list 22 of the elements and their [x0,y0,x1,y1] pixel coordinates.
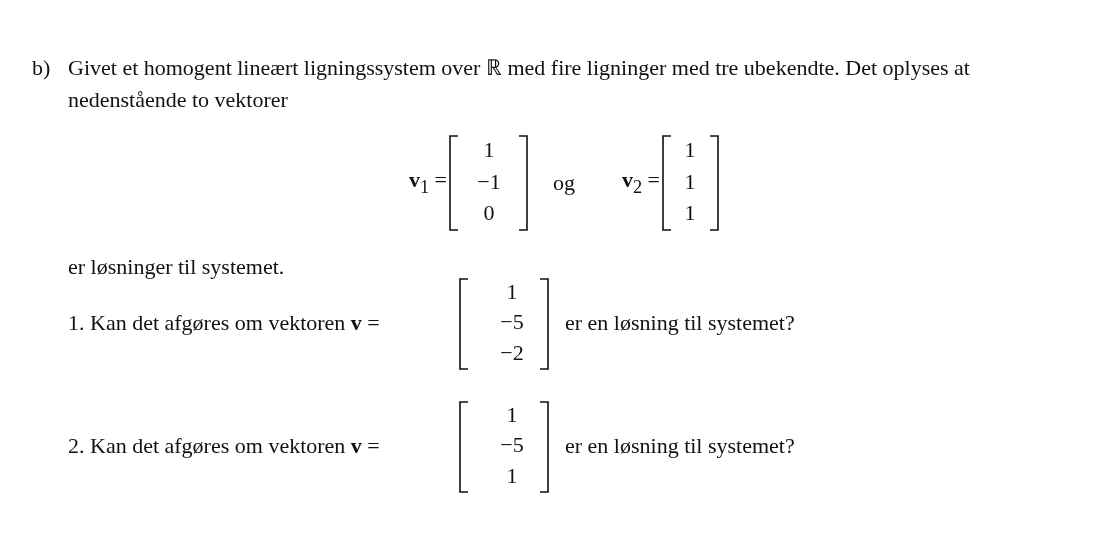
question-text: er en løsning til systemet? [565,432,795,460]
statement-text: er løsninger til systemet. [68,253,285,281]
question-text: 2. Kan det afgøres om vektoren v = [68,432,380,460]
matrix-entry: 1 [506,278,518,306]
vector-symbol: v$_{1}$ = [408,167,447,199]
conjunction-text: og [553,169,575,197]
item-letter: b) [32,54,51,82]
matrix-entry: 1 [684,199,696,227]
question-text: Givet et homogent lineært ligningssystem over ℝ med fire ligninger med tre ubekendte. Det oplyses at nedenstående to vektorer [68,54,971,114]
matrix-entry: 1 [483,136,495,164]
matrix-entry: 1 [684,136,696,164]
matrix-entry: −5 [500,431,524,459]
matrix-entry: −5 [500,308,524,336]
matrix-entry: 1 [506,401,518,429]
question-text: er en løsning til systemet? [565,309,795,337]
matrix-entry: −1 [477,168,501,196]
matrix-entry: 1 [684,168,696,196]
matrix-entry: −2 [500,339,524,367]
matrix-entry: 0 [483,199,495,227]
vector-symbol: v$_{2}$ = [621,167,660,199]
matrix-entry: 1 [506,462,518,490]
question-text: 1. Kan det afgøres om vektoren v = [68,309,380,337]
